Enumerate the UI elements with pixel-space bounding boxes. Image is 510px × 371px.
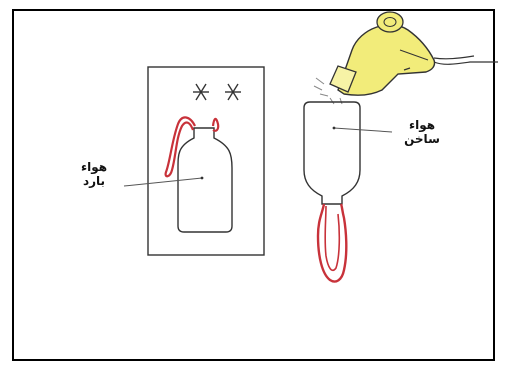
snowflake-icon xyxy=(193,84,209,100)
inflated-balloon-inner xyxy=(325,206,339,270)
dryer-cord xyxy=(434,62,498,64)
fridge-box xyxy=(148,67,264,255)
cold-air-label-line2: بارد xyxy=(64,174,124,188)
cold-air-dot xyxy=(201,177,204,180)
deflated-balloon xyxy=(166,117,195,176)
cold-air-pointer xyxy=(124,178,202,186)
hot-air-label: هواء ساخن xyxy=(392,118,452,146)
hot-air-dot xyxy=(333,127,336,130)
hot-bottle xyxy=(304,102,360,204)
snowflake-icon xyxy=(225,84,241,100)
cold-air-label: هواء بارد xyxy=(64,160,124,188)
hair-dryer-icon xyxy=(330,12,435,95)
hot-air-label-line1: هواء xyxy=(392,118,452,132)
hot-air-pointer xyxy=(334,128,392,132)
hot-air-label-line2: ساخن xyxy=(392,132,452,146)
dryer-cord-inner xyxy=(434,56,474,59)
cold-air-label-line1: هواء xyxy=(64,160,124,174)
